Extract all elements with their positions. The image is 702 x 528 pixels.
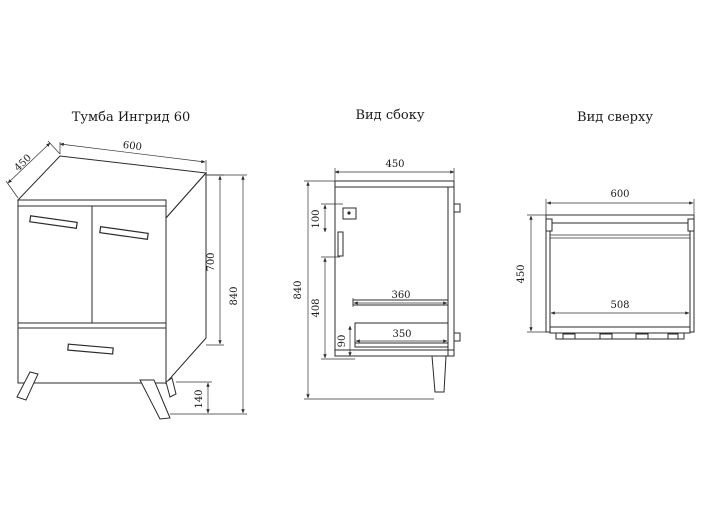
front-view: 450 600 700 840 140 — [5, 140, 247, 420]
drawer-handle — [67, 343, 114, 355]
side-handle — [337, 231, 344, 257]
front-dim-width: 600 — [122, 140, 142, 153]
top-dim-inner-width: 508 — [610, 300, 629, 311]
front-dim-total-height: 840 — [229, 286, 240, 305]
side-dim-total-height: 840 — [293, 280, 304, 299]
top-front-strip — [555, 332, 685, 340]
side-view: 450 840 100 408 90 360 350 — [293, 159, 461, 400]
side-leg — [431, 355, 447, 393]
side-dim-drawer-depth: 350 — [392, 329, 411, 340]
front-dim-body-height: 700 — [206, 252, 217, 271]
front-leg-back — [165, 377, 177, 398]
hinge-bottom — [453, 332, 461, 342]
title-front: Тумба Ингрид 60 — [72, 110, 191, 125]
hinge-top — [453, 203, 461, 213]
side-dim-bottom-height: 90 — [337, 335, 348, 348]
top-inner-body — [549, 222, 691, 328]
door-left-handle — [29, 215, 78, 229]
side-dim-depth: 450 — [385, 159, 404, 170]
door-right-handle — [99, 226, 149, 240]
side-dim-shelf-depth: 360 — [391, 290, 410, 301]
front-leg-right — [139, 379, 171, 420]
top-dim-depth: 450 — [516, 264, 527, 283]
front-dim-depth: 450 — [13, 153, 34, 174]
title-top: Вид сверху — [577, 110, 653, 125]
front-leg-left — [16, 371, 39, 401]
top-dim-width: 600 — [610, 189, 629, 200]
side-dim-offset-top: 100 — [311, 209, 322, 228]
title-side: Вид сбоку — [355, 108, 424, 123]
side-dim-shelf-height: 408 — [311, 298, 322, 317]
top-view: 600 450 508 — [516, 189, 695, 340]
front-dim-leg-height: 140 — [194, 389, 205, 408]
